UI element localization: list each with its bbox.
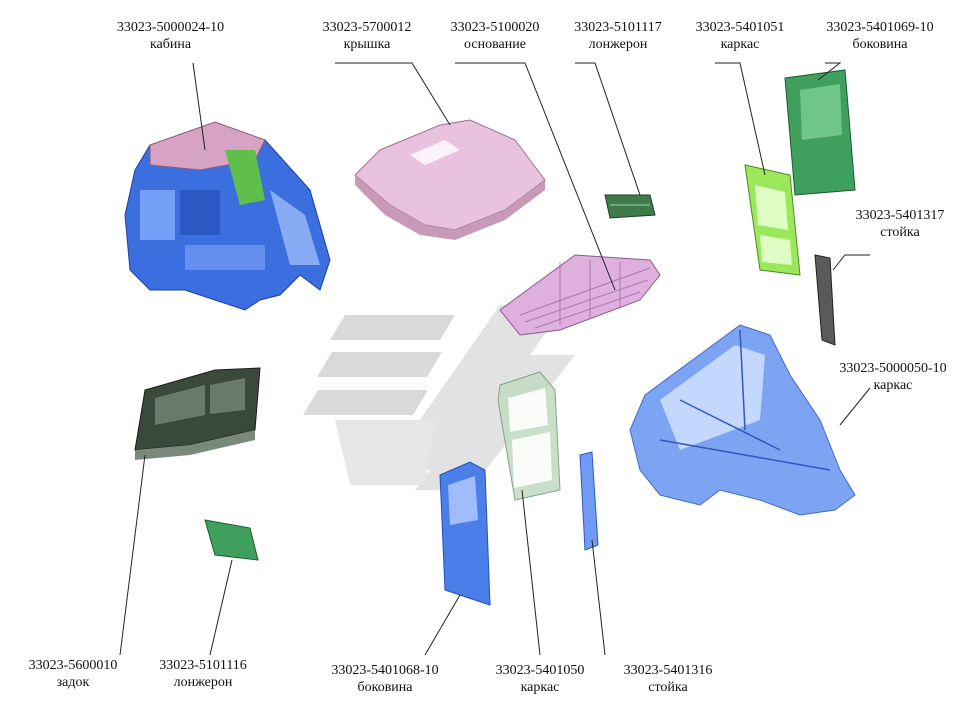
label-side-top: 33023-5401069-10 боковина [800,19,960,53]
label-spar-top: 33023-5101117 лонжерон [553,19,683,53]
part-number: 33023-5600010 [28,658,118,673]
floor-part [499,254,661,336]
pillar-right-part [814,254,836,346]
label-cabin: 33023-5000024-10 кабина [88,19,253,53]
part-number: 33023-5401069-10 [826,20,934,35]
part-number: 33023-5101117 [574,20,662,35]
part-name: каркас [520,680,560,695]
part-number: 33023-5401050 [495,663,585,678]
part-name: каркас [720,37,760,52]
part-number: 33023-5401316 [623,663,713,678]
frame-bottom-part [497,371,561,501]
part-name: лонжерон [173,675,233,690]
part-name: основание [464,37,526,52]
part-name: задок [56,675,90,690]
part-number: 33023-5101116 [159,658,247,673]
part-name: боковина [852,37,908,52]
part-number: 33023-5000024-10 [116,20,225,35]
part-number: 33023-5401051 [695,20,785,35]
leader-lines [119,62,871,656]
part-name: стойка [880,225,920,240]
body-frame-part [629,324,856,516]
part-name: лонжерон [588,37,648,52]
side-bottom-part [439,461,491,606]
cabin-part [124,121,331,311]
part-name: кабина [149,37,192,52]
roof-part [354,119,546,240]
label-body-frame: 33023-5000050-10 каркас [810,360,976,394]
part-number: 33023-5000050-10 [839,361,947,376]
part-number: 33023-5100020 [450,20,540,35]
rear-part [134,367,261,460]
side-top-part [784,69,856,196]
label-rear: 33023-5600010 задок [8,657,138,691]
label-roof: 33023-5700012 крышка [302,19,432,53]
part-number: 33023-5700012 [322,20,412,35]
part-number: 33023-5401068-10 [331,663,439,678]
part-name: каркас [873,378,913,393]
label-side-bottom: 33023-5401068-10 боковина [305,662,465,696]
spar-top-part [604,194,656,219]
frame-top-part [744,164,801,276]
pillar-bottom-part [579,451,599,551]
label-floor: 33023-5100020 основание [430,19,560,53]
label-pillar-bottom: 33023-5401316 стойка [603,662,733,696]
label-frame-top: 33023-5401051 каркас [675,19,805,53]
part-number: 33023-5401317 [855,208,945,223]
spar-bottom-part [204,519,259,561]
part-name: боковина [357,680,413,695]
part-name: крышка [343,37,391,52]
part-name: стойка [648,680,688,695]
label-spar-bottom: 33023-5101116 лонжерон [138,657,268,691]
label-frame-bottom: 33023-5401050 каркас [475,662,605,696]
label-pillar-right: 33023-5401317 стойка [835,207,965,241]
